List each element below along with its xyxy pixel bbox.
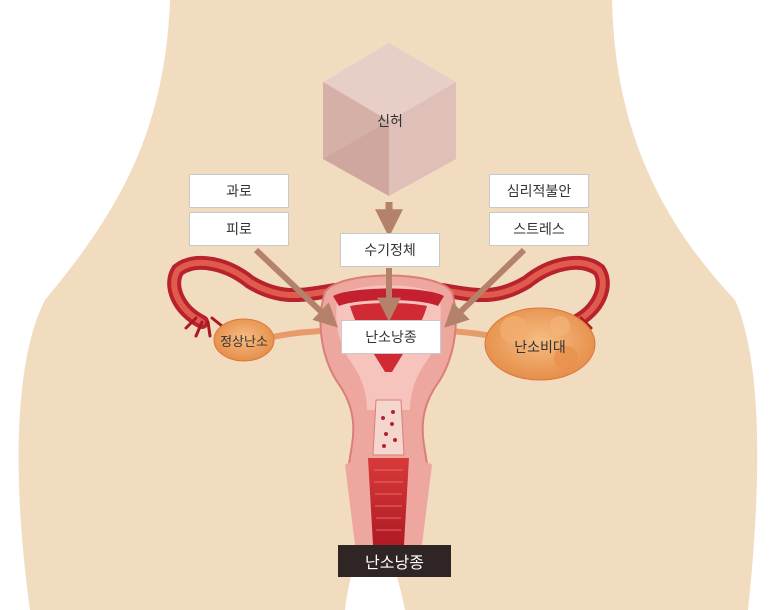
label-result: 난소낭종	[341, 320, 441, 354]
label-cause-left-1: 과로	[189, 174, 289, 208]
label-enlarged-ovary: 난소비대	[514, 340, 566, 356]
label-cause-top: 신허	[377, 114, 403, 130]
label-cause-right-2: 스트레스	[489, 212, 589, 246]
normal-ovary	[213, 318, 275, 362]
enlarged-ovary	[484, 307, 596, 381]
arrow-right-to-result	[444, 247, 527, 328]
label-bottom-title: 난소낭종	[338, 545, 451, 577]
label-cause-left-2: 피로	[189, 212, 289, 246]
hexagon-cube	[323, 43, 456, 196]
label-stagnation: 수기정체	[340, 233, 440, 267]
label-normal-ovary: 정상난소	[220, 334, 268, 350]
label-cause-right-1: 심리적불안	[489, 174, 589, 208]
arrow-left-to-result	[253, 247, 338, 328]
